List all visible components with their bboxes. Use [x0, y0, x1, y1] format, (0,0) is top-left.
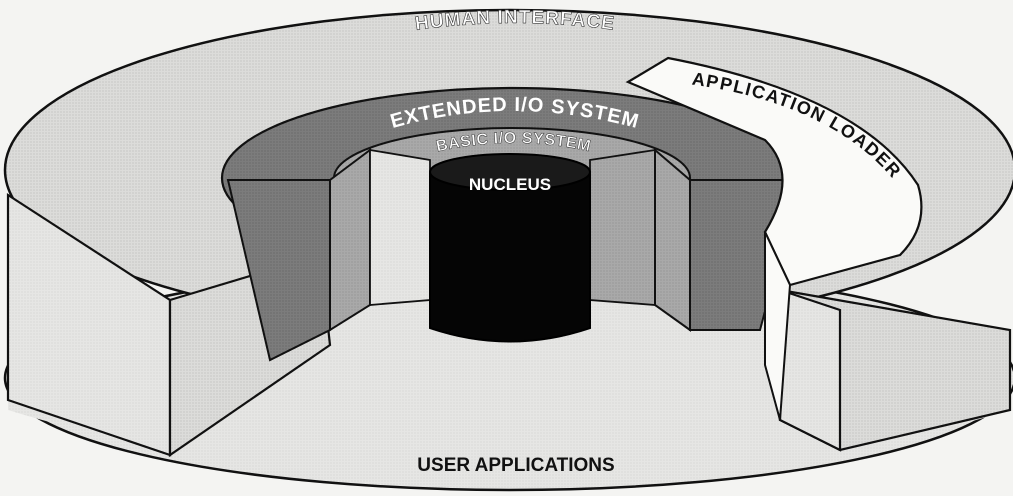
- inner-walls: [226, 147, 802, 362]
- ring-cutaway: [6, 192, 1012, 478]
- nucleus-cylinder: [429, 153, 591, 343]
- label-user-applications: USER APPLICATIONS: [417, 455, 614, 476]
- application-loader-channel: [625, 56, 923, 421]
- label-human-interface: HUMAN INTERFACE: [414, 7, 616, 35]
- label-nucleus: NUCLEUS: [469, 175, 551, 194]
